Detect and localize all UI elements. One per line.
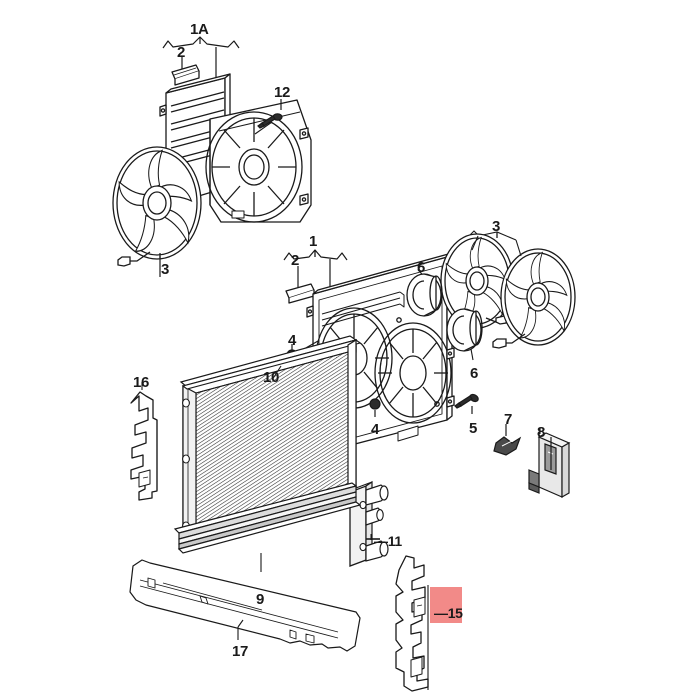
callout-radiator-core[interactable]: 10 (263, 369, 280, 386)
air-guide-right-highlighted (395, 555, 429, 692)
highlight-box-part-15[interactable] (430, 587, 462, 623)
air-guide-left (130, 382, 158, 501)
callout-radiator-fan-pair[interactable]: 3 (492, 218, 501, 235)
air-guide-lower-strip (129, 559, 361, 652)
callout-screw-lower[interactable]: 5 (469, 420, 478, 437)
callout-radiator-fan-left[interactable]: 3 (161, 261, 170, 278)
callout-seal-strip-upper[interactable]: 2 (177, 44, 186, 61)
callout-screw[interactable]: 12 (274, 84, 291, 101)
callout-grommet-upper[interactable]: 4 (288, 332, 297, 349)
callout-air-guide-right-highlighted[interactable]: —15 (434, 605, 463, 621)
callout-radiator-side-tank[interactable]: —11 (374, 533, 402, 549)
callout-air-guide-lower-strip[interactable]: 17 (232, 643, 249, 660)
callout-spacer-ring-upper[interactable]: 6 (417, 259, 426, 276)
callout-mounting-bracket[interactable]: 8 (537, 424, 546, 441)
callout-seal-strip-lower[interactable]: 2 (291, 252, 300, 269)
callout-fan-shroud-assembly-single[interactable]: 1A (190, 21, 209, 38)
spacer-ring-lower (446, 308, 483, 361)
callout-air-guide-left[interactable]: 16 (133, 374, 150, 391)
screw-5 (454, 393, 479, 414)
callout-fan-shroud-assembly-dual[interactable]: 1 (309, 233, 318, 250)
grommet-lower (369, 398, 381, 417)
spacer-ring-upper (406, 262, 443, 317)
retaining-clip (493, 424, 522, 456)
callout-grommet-lower[interactable]: 4 (371, 421, 380, 438)
callout-air-guide-upper-strip[interactable]: 9 (256, 591, 265, 608)
mounting-bracket (528, 428, 571, 499)
callout-retaining-clip[interactable]: 7 (504, 411, 513, 428)
radiator-side-tank (347, 338, 389, 567)
callout-spacer-ring-lower[interactable]: 6 (470, 365, 479, 382)
air-guide-upper-strip (173, 482, 362, 572)
radiator-fan-left (112, 146, 202, 277)
screw-12 (257, 99, 283, 129)
radiator-fan-pair (440, 230, 576, 349)
